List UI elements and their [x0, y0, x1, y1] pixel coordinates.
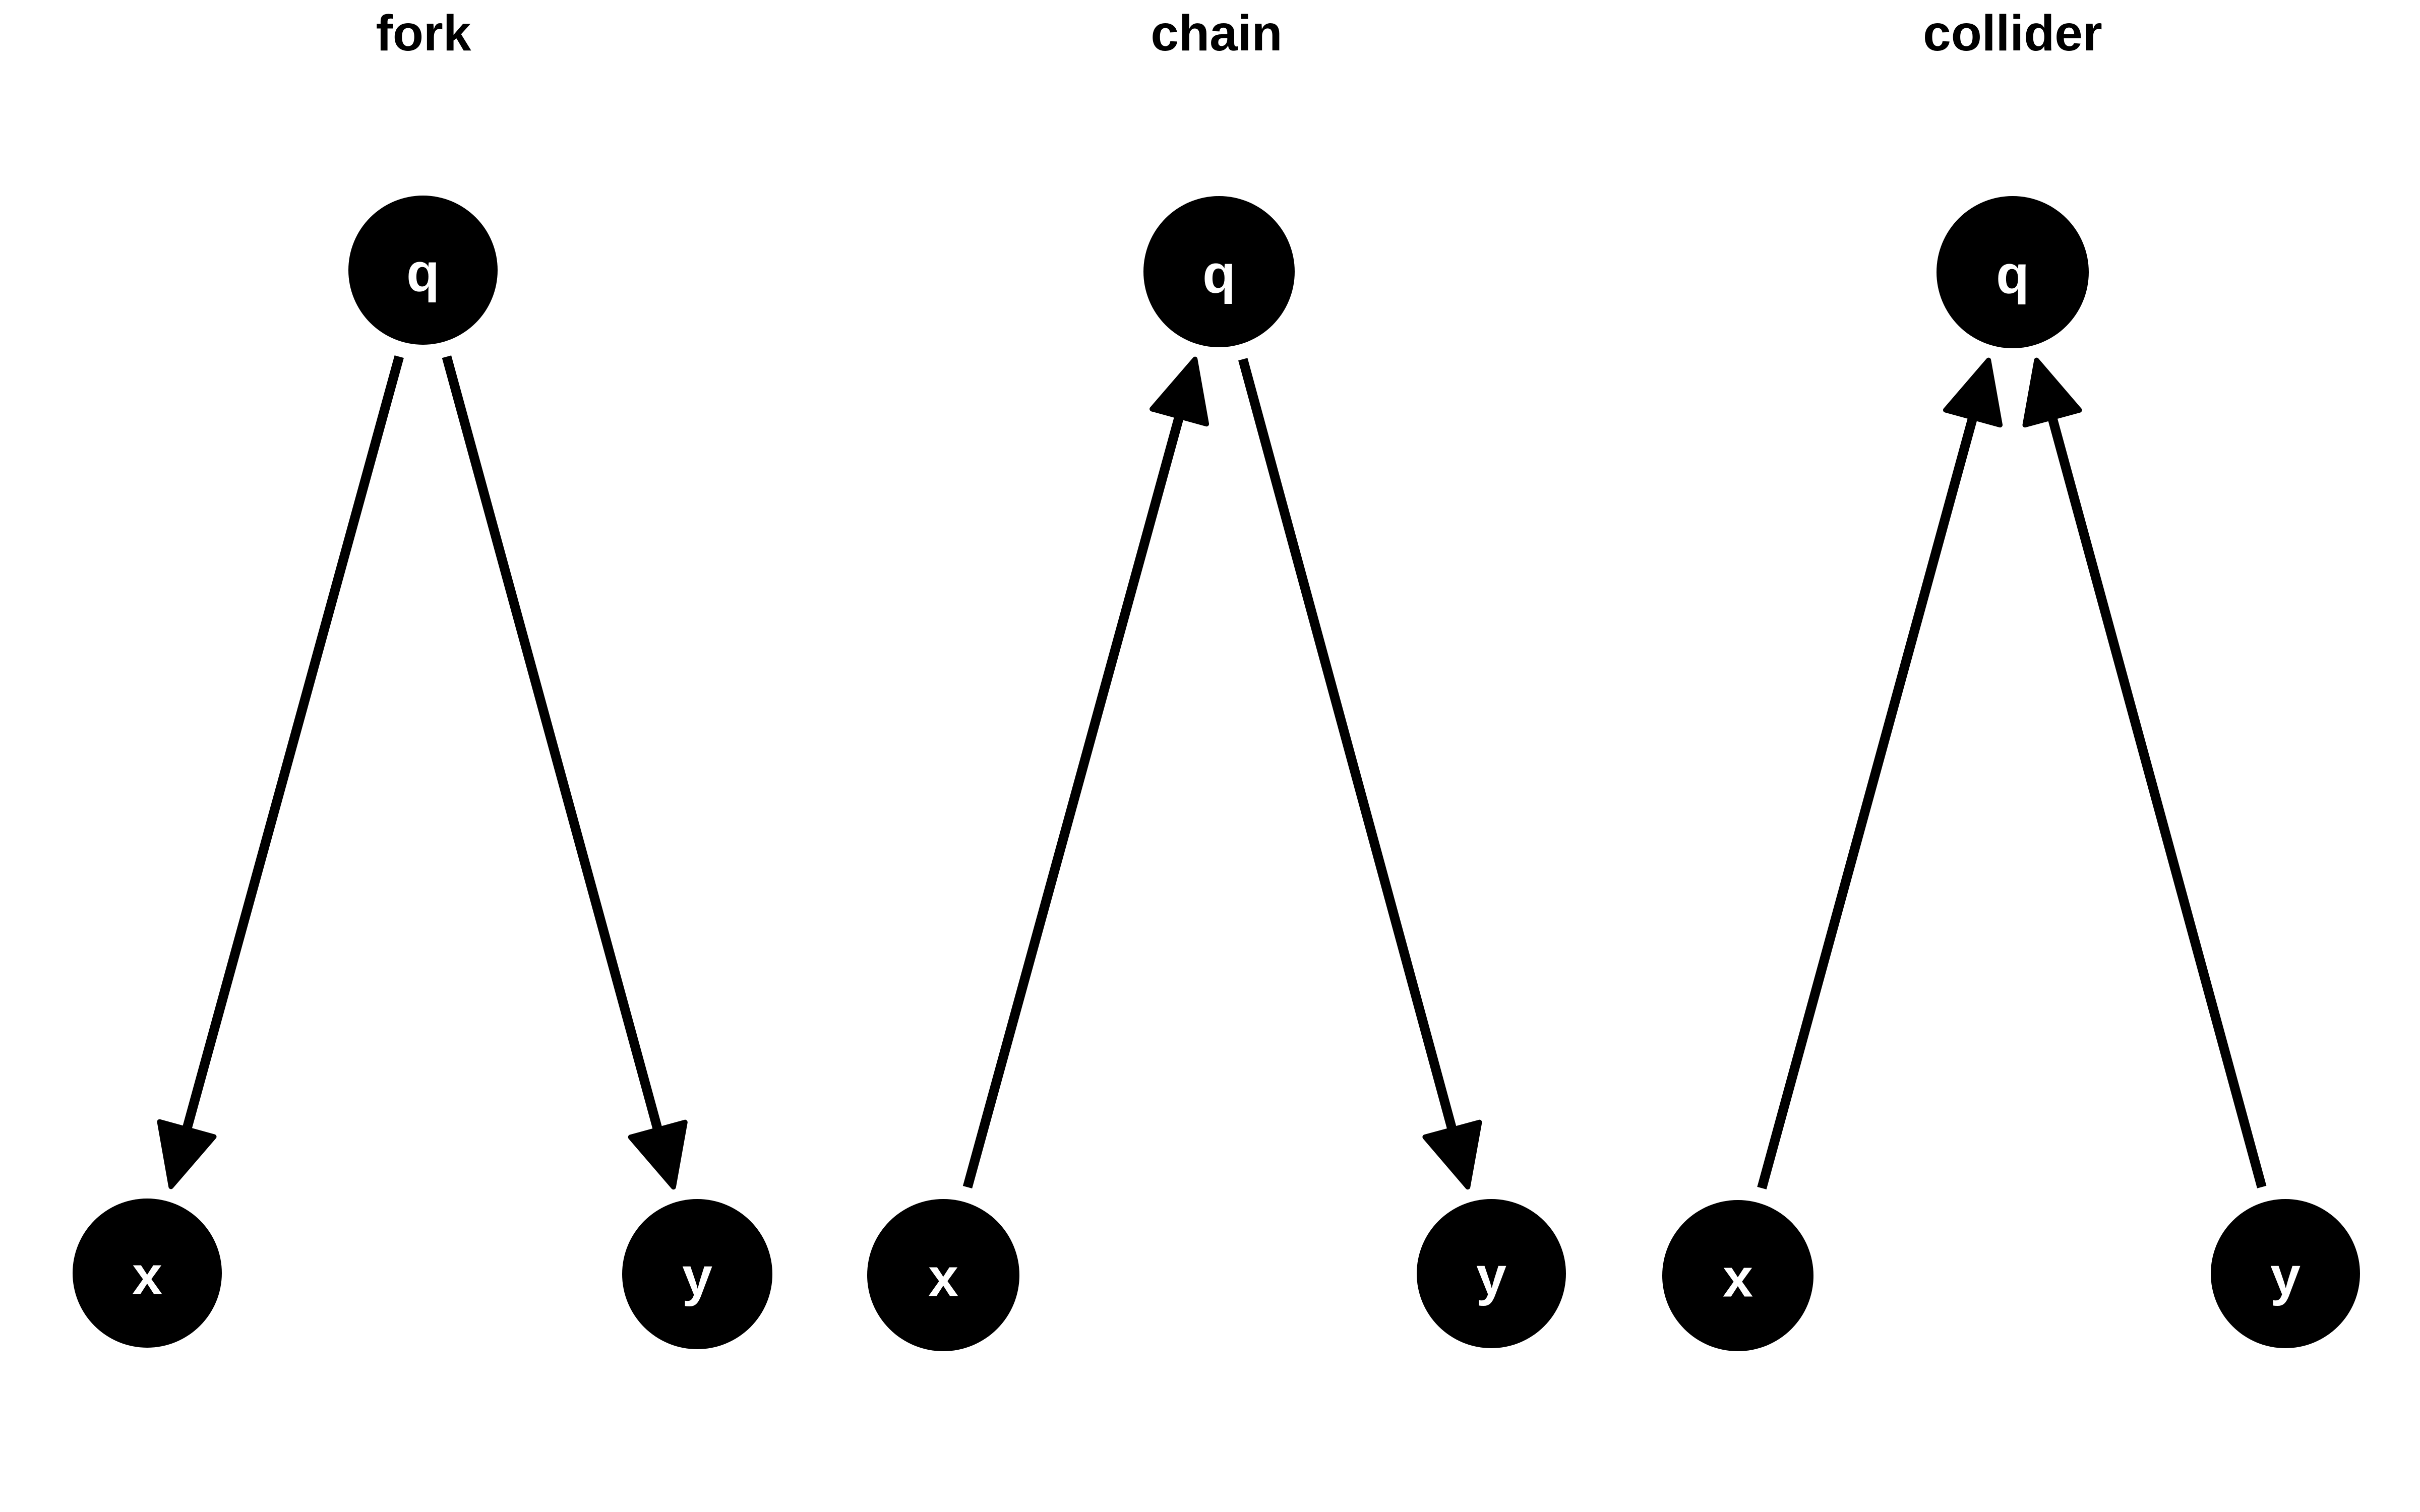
- node-circle-x[interactable]: [1662, 1200, 1813, 1351]
- arrowhead-q-to-y: [628, 1119, 688, 1190]
- edges-group: [157, 355, 688, 1190]
- edge-x-to-q: [1757, 409, 1979, 1189]
- node-circle-y[interactable]: [622, 1199, 772, 1349]
- node-circle-q[interactable]: [1937, 196, 2089, 348]
- node-circle-q[interactable]: [1143, 196, 1295, 347]
- node-label-q: q: [406, 242, 440, 303]
- edge-q-to-x: [180, 355, 404, 1138]
- panel-title-collider: collider: [1923, 5, 2102, 61]
- node-label-y: y: [1476, 1245, 1506, 1306]
- node-label-q: q: [1996, 244, 2029, 305]
- node-label-x: x: [928, 1247, 958, 1308]
- node-label-q: q: [1202, 243, 1236, 304]
- arrowhead-x-to-q: [1943, 357, 2003, 428]
- node-label-x: x: [1723, 1247, 1753, 1308]
- panel-fork: q x y fork: [73, 5, 772, 1349]
- edges-group: [1757, 357, 2267, 1189]
- arrowhead-q-to-y: [1422, 1119, 1482, 1190]
- arrowhead-x-to-q: [1150, 356, 1209, 427]
- node-x[interactable]: x: [867, 1199, 1019, 1351]
- panel-collider: q x y collider: [1662, 5, 2360, 1351]
- panel-title-fork: fork: [376, 5, 471, 61]
- node-q[interactable]: q: [1937, 196, 2089, 348]
- node-x[interactable]: x: [1662, 1200, 1813, 1351]
- node-label-y: y: [682, 1246, 712, 1307]
- node-label-x: x: [132, 1245, 162, 1306]
- node-circle-y[interactable]: [2211, 1199, 2360, 1348]
- panel-title-chain: chain: [1151, 5, 1282, 61]
- node-q[interactable]: q: [1143, 196, 1295, 347]
- node-x[interactable]: x: [73, 1199, 222, 1348]
- node-circle-x[interactable]: [867, 1199, 1019, 1351]
- edges-group: [962, 356, 1482, 1190]
- arrowhead-y-to-q: [2022, 357, 2082, 428]
- node-circle-x[interactable]: [73, 1199, 222, 1348]
- arrowhead-q-to-x: [157, 1119, 217, 1189]
- edge-q-to-y: [442, 355, 664, 1138]
- node-q[interactable]: q: [348, 196, 498, 345]
- node-y[interactable]: y: [1417, 1199, 1566, 1348]
- edge-x-to-q: [962, 408, 1186, 1189]
- edge-q-to-y: [1238, 358, 1459, 1138]
- node-label-y: y: [2270, 1245, 2301, 1306]
- node-circle-q[interactable]: [348, 196, 498, 345]
- panel-chain: q x y chain: [867, 5, 1566, 1351]
- panels-layer: q x y fork q x y chain q x y collider: [73, 5, 2360, 1351]
- node-y[interactable]: y: [622, 1199, 772, 1349]
- node-circle-y[interactable]: [1417, 1199, 1566, 1348]
- edge-y-to-q: [2045, 409, 2267, 1188]
- node-y[interactable]: y: [2211, 1199, 2360, 1348]
